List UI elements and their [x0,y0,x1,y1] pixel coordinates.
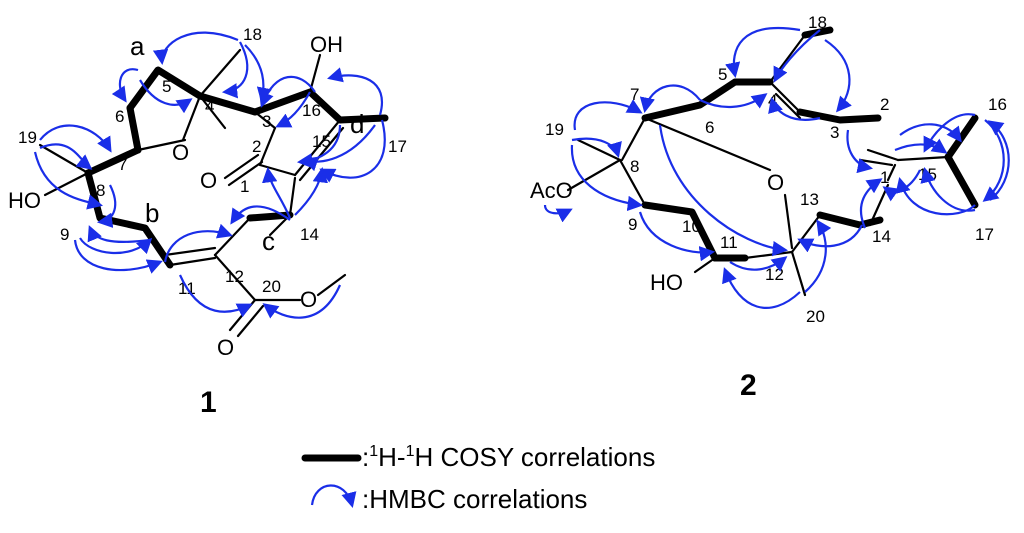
c2-num-7: 7 [630,85,639,104]
c1-segment-b: b [145,198,159,228]
c1-num-2: 2 [252,137,261,156]
c2-num-8: 8 [630,157,639,176]
hmbc-legend-swatch [310,484,357,508]
c1-num-16: 16 [302,101,321,120]
hmbc-legend-label: :HMBC correlations [362,484,587,514]
c1-segment-d: d [350,109,364,139]
c1-num-8: 8 [96,181,105,200]
c2-num-5: 5 [718,65,727,84]
c2-num-6: 6 [705,118,714,137]
c1-num-7: 7 [118,155,127,174]
c2-num-11: 11 [720,233,738,252]
c2-ether-o-label: O [767,170,784,195]
compound-2-structure: AcO O HO 1 2 3 4 5 6 7 8 9 10 11 12 13 1… [530,13,1010,402]
c1-ether-o-label: O [172,140,189,165]
c2-num-17: 17 [975,225,994,244]
cosy-legend-label: :1H-1H COSY correlations [362,442,655,472]
c1-num-6: 6 [115,107,124,126]
c1-num-20: 20 [262,277,281,296]
c1-num-19: 19 [18,128,37,147]
compound-2-label: 2 [740,369,757,402]
c1-ester-o-label: O [217,335,234,360]
c1-num-3: 3 [262,112,271,131]
c1-num-1: 1 [240,177,249,196]
c1-num-12: 12 [225,267,244,286]
c1-ho-label: HO [8,188,41,213]
c2-aco-label: AcO [530,178,573,203]
c1-num-4: 4 [205,97,214,116]
c1-segment-a: a [130,31,145,61]
c1-num-14: 14 [300,225,319,244]
c1-num-17: 17 [388,137,407,156]
c2-num-10: 10 [682,217,701,236]
c1-ester-oalk-label: O [300,287,317,312]
c2-num-1: 1 [880,168,889,187]
compound-1-label: 1 [200,386,217,419]
c2-num-2: 2 [880,95,889,114]
compound-1-structure: OH HO O O O O a b c d 1 2 3 4 5 6 7 8 9 … [8,25,407,419]
c2-num-13: 13 [800,190,819,209]
legend: :1H-1H COSY correlations :HMBC correlati… [301,442,655,514]
c2-num-18: 18 [808,13,827,32]
c2-num-20: 20 [806,307,825,326]
c1-num-5: 5 [162,77,171,96]
c2-num-9: 9 [628,215,637,234]
c2-num-3: 3 [830,123,839,142]
c2-num-19: 19 [545,120,564,139]
c1-num-18: 18 [243,25,262,44]
c1-num-9: 9 [60,225,69,244]
c1-num-15: 15 [312,132,331,151]
c1-oh-label: OH [310,32,343,57]
c1-segment-c: c [262,226,275,256]
c1-ketone-o-label: O [200,168,217,193]
c2-num-14: 14 [872,227,891,246]
c2-ho-label: HO [650,270,683,295]
c2-num-16: 16 [988,95,1007,114]
